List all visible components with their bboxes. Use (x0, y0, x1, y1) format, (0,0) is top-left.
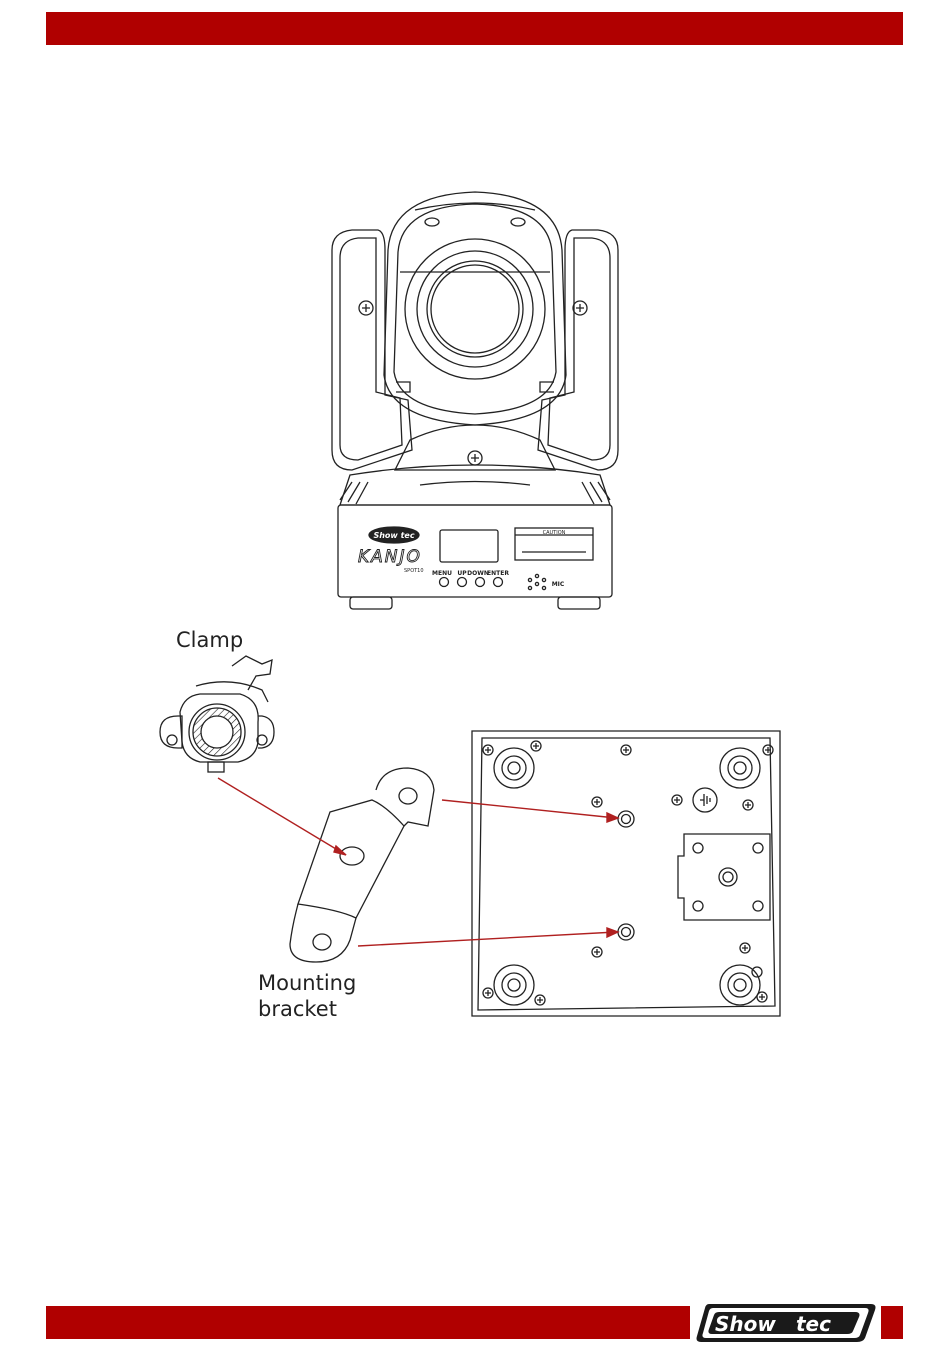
moving-head-base-top (340, 425, 610, 505)
button-label-down: DOWN (467, 570, 489, 577)
footer-bar-end (881, 1306, 903, 1339)
logo-text-left: Show (715, 1312, 776, 1336)
mounting-bracket-label: Mounting bracket (258, 970, 398, 1022)
fixture-base-bottom-view (472, 731, 780, 1016)
showtec-logo: Show tec ® (695, 1300, 877, 1346)
moving-head-yoke (332, 230, 618, 470)
moving-head-body (384, 192, 566, 425)
model-sub-text: SPOT10 (404, 568, 424, 574)
logo-text-right: tec (796, 1312, 831, 1336)
button-label-menu: MENU (432, 570, 452, 577)
pointer-arrows (218, 778, 618, 946)
button-label-up: UP (457, 570, 467, 577)
brand-badge-text: Show tec (373, 531, 414, 540)
logo-registered-mark: ® (860, 1311, 867, 1319)
mounting-bracket-drawing (290, 768, 434, 962)
caution-label-text: CAUTION (543, 530, 566, 536)
arrow-clamp-to-bracket (218, 778, 346, 855)
moving-head-lens (405, 239, 545, 379)
mounting-bracket-label-line1: Mounting (258, 970, 398, 996)
model-name-text: KANJO (358, 547, 422, 567)
mounting-bracket-label-line2: bracket (258, 996, 398, 1022)
footer-bar (46, 1306, 690, 1339)
clamp-label: Clamp (176, 627, 243, 653)
mic-label: MIC (552, 581, 565, 588)
arrow-bracket-top-hole (442, 800, 616, 818)
arrow-bracket-bottom-hole (358, 932, 616, 946)
clamp-drawing (160, 656, 274, 772)
button-label-enter: ENTER (487, 570, 509, 577)
